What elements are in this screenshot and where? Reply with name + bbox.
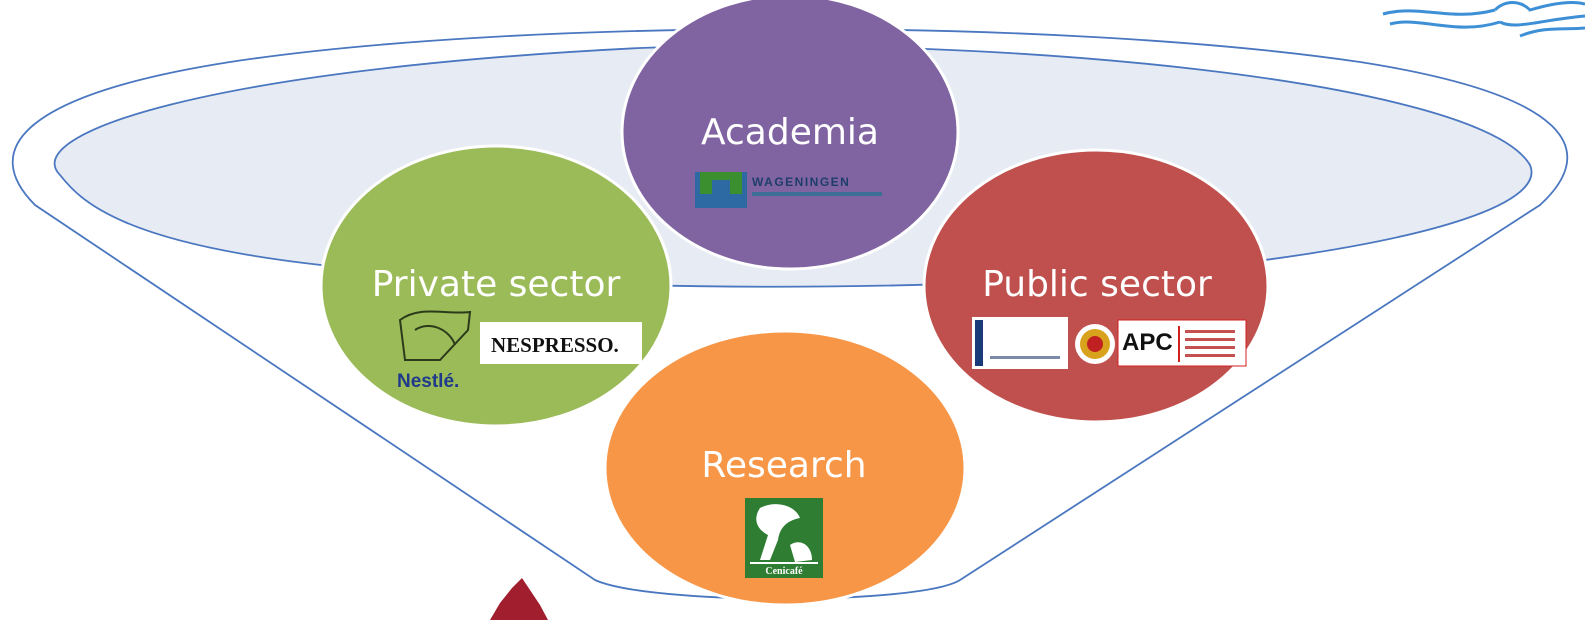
private-sector-label: Private sector <box>371 264 621 305</box>
academia-label: Academia <box>701 112 879 153</box>
public-sector-label: Public sector <box>982 264 1212 305</box>
cenicafe-logo-icon: Cenicafé <box>745 498 823 578</box>
dutch-government-logo-icon <box>972 317 1068 369</box>
nespresso-logo-icon: NESPRESSO. <box>480 322 642 364</box>
nestle-logo-text: Nestlé. <box>397 371 459 392</box>
water-logo-icon <box>1382 0 1585 38</box>
wageningen-logo-icon: WAGENINGEN <box>695 172 882 208</box>
nestle-logo-icon: Nestlé. <box>396 310 476 392</box>
research-circle <box>603 329 967 607</box>
research-label: Research <box>701 445 867 486</box>
cenicafe-logo-text: Cenicafé <box>765 566 803 577</box>
apc-logo-icon: APC <box>1075 319 1247 367</box>
red-logo-fragment-icon <box>490 578 548 620</box>
nespresso-logo-text: NESPRESSO. <box>491 333 619 357</box>
apc-logo-text: APC <box>1122 329 1173 356</box>
wageningen-logo-text: WAGENINGEN <box>752 175 850 189</box>
